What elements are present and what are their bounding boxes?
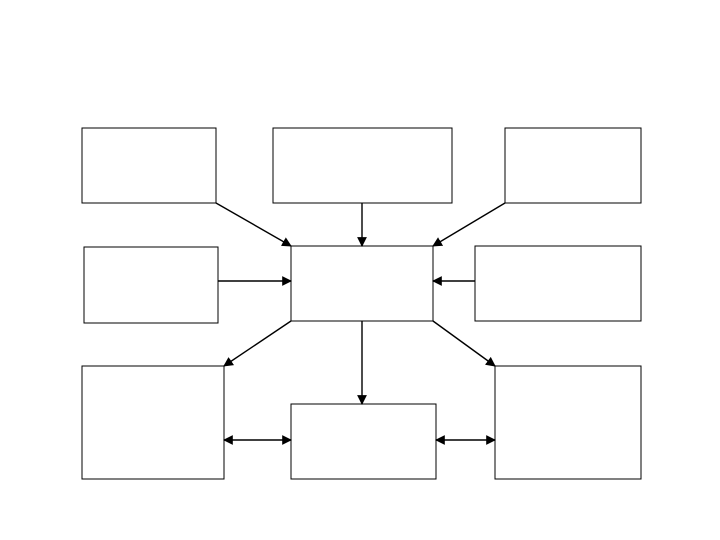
box-top-right — [504, 127, 642, 204]
box-center — [290, 245, 434, 322]
box-top-left — [81, 127, 217, 204]
box-bottom-left — [81, 365, 225, 480]
arrow-top-right-to-center — [432, 202, 506, 247]
box-bottom-center — [290, 403, 437, 480]
box-bottom-right — [494, 365, 642, 480]
arrow-top-left-to-center — [215, 202, 292, 247]
box-middle-left — [83, 246, 219, 324]
arrow-center-to-bottom-right — [432, 320, 496, 367]
box-top-center — [272, 127, 453, 204]
box-middle-right — [474, 245, 642, 322]
arrow-center-to-bottom-left — [223, 320, 292, 367]
